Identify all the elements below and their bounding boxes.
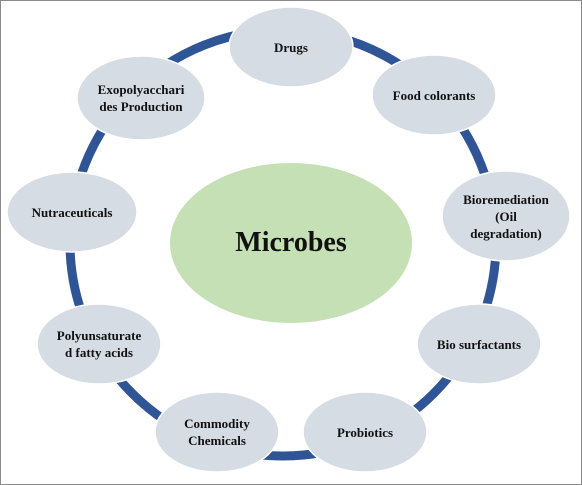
node-label-drugs: Drugs bbox=[274, 39, 308, 55]
node-label-commodity-chemicals: Commodity Chemicals bbox=[184, 416, 250, 448]
node-label-bioremediation: Bioremediation (Oil degradation) bbox=[463, 191, 549, 241]
node-label-probiotics: Probiotics bbox=[336, 424, 394, 440]
node-ellipse-nutraceuticals bbox=[6, 171, 138, 253]
node-ellipse-bio-surfactants bbox=[416, 303, 542, 385]
node-label-food-colorants: Food colorants bbox=[392, 87, 476, 103]
node-label-polyunsaturated-fatty-acids: Polyunsaturate d fatty acids bbox=[56, 328, 142, 360]
node-label-nutraceuticals: Nutraceuticals bbox=[31, 204, 113, 220]
node-ellipse-polyunsaturated-fatty-acids bbox=[36, 303, 162, 385]
node-label-exopolysaccharides-production: Exopolyacchari des Production bbox=[97, 82, 185, 114]
node-label-bio-surfactants: Bio surfactants bbox=[436, 336, 522, 352]
node-ellipse-probiotics bbox=[302, 391, 428, 473]
node-ellipse-bioremediation bbox=[441, 170, 571, 262]
node-ellipse-food-colorants bbox=[371, 54, 497, 136]
center-label: Microbes bbox=[235, 227, 347, 258]
node-ellipse-drugs bbox=[228, 6, 354, 88]
node-shapes bbox=[6, 6, 571, 473]
node-ellipse-commodity-chemicals bbox=[154, 391, 280, 473]
center-ellipse bbox=[170, 163, 412, 323]
node-ellipse-exopolysaccharides-production bbox=[76, 55, 206, 141]
